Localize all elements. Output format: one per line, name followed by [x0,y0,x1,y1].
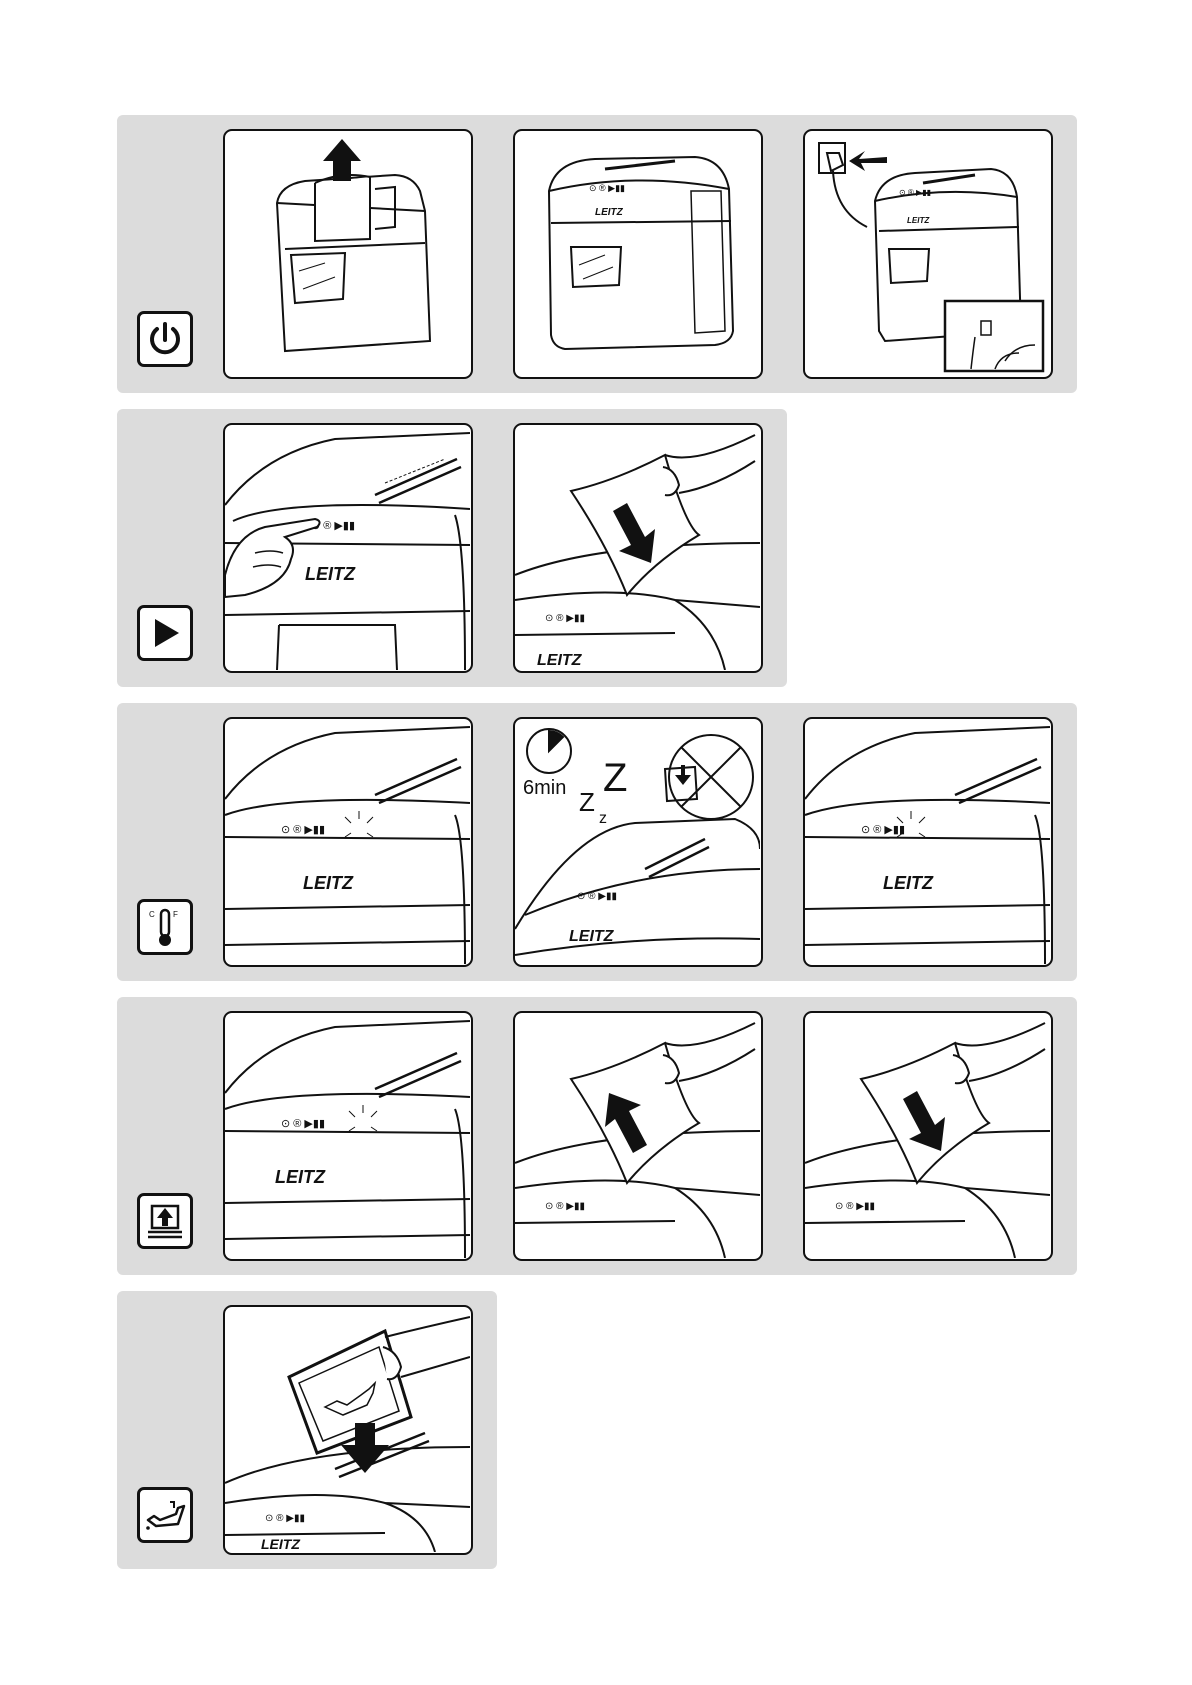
panel-remove-insert [223,129,473,379]
brand-logo: LEITZ [275,1167,326,1187]
oil-can-icon [137,1487,193,1543]
brand-logo: LEITZ [303,873,354,893]
step-row-oil: ⊙ ® ▶▮▮ LEITZ [117,1291,497,1569]
brand-logo-small: LEITZ [261,1536,300,1552]
panel-plug-in: ⊙ ® ▶▮▮ LEITZ [803,129,1053,379]
fahrenheit-label: F [173,910,178,919]
brand-logo: LEITZ [595,207,624,218]
celsius-label: C [149,910,155,919]
step-row-paper-jam: ⊙ ® ▶▮▮ LEITZ ⊙ ® ▶▮▮ [117,997,1077,1275]
brand-logo-small: LEITZ [907,216,930,225]
brand-logo: LEITZ [883,873,934,893]
brand-logo-small: LEITZ [537,652,583,669]
panel-sleep-timer: 6min Z Z z ⊙ ® ▶▮▮ LEITZ [513,717,763,967]
thermometer-icon: C F [137,899,193,955]
paper-jam-icon [137,1193,193,1249]
sleep-z-mid: Z [579,787,595,817]
panel-press-button: ⊙ ® ▶▮▮ LEITZ [223,423,473,673]
panel-shredder-assembled: ⊙ ® ▶▮▮ LEITZ [513,129,763,379]
panel-overheat-led: ⊙ ® ▶▮▮ LEITZ [223,717,473,967]
svg-text:⊙ ® ▶▮▮: ⊙ ® ▶▮▮ [861,824,905,836]
step-row-start: ⊙ ® ▶▮▮ LEITZ ⊙ ® ▶▮▮ LEITZ [117,409,787,687]
timer-label: 6min [523,777,566,799]
play-icon [137,605,193,661]
svg-text:⊙ ® ▶▮▮: ⊙ ® ▶▮▮ [545,613,585,624]
svg-text:⊙ ® ▶▮▮: ⊙ ® ▶▮▮ [265,1513,305,1524]
svg-text:⊙ ® ▶▮▮: ⊙ ® ▶▮▮ [577,891,617,902]
step-row-overheat: C F ⊙ ® ▶▮▮ LEITZ [117,703,1077,981]
panel-jam-led: ⊙ ® ▶▮▮ LEITZ [223,1011,473,1261]
sleep-z-small: z [599,810,607,827]
svg-text:⊙ ® ▶▮▮: ⊙ ® ▶▮▮ [835,1201,875,1212]
power-icon [137,311,193,367]
svg-text:⊙ ® ▶▮▮: ⊙ ® ▶▮▮ [281,824,325,836]
brand-logo-small: LEITZ [569,928,615,945]
svg-text:⊙ ® ▶▮▮: ⊙ ® ▶▮▮ [589,183,625,193]
panel-remove-paper: ⊙ ® ▶▮▮ [513,1011,763,1261]
svg-text:⊙ ® ▶▮▮: ⊙ ® ▶▮▮ [899,188,931,197]
panel-cooldown-led: ⊙ ® ▶▮▮ LEITZ [803,717,1053,967]
panel-oil-sheet: ⊙ ® ▶▮▮ LEITZ [223,1305,473,1555]
svg-text:⊙ ® ▶▮▮: ⊙ ® ▶▮▮ [281,1118,325,1130]
sleep-z-big: Z [603,756,627,800]
svg-text:⊙ ® ▶▮▮: ⊙ ® ▶▮▮ [545,1201,585,1212]
brand-logo: LEITZ [305,564,356,584]
panel-reinsert-paper: ⊙ ® ▶▮▮ [803,1011,1053,1261]
step-row-power: ⊙ ® ▶▮▮ LEITZ ⊙ ® ▶▮▮ LEITZ [117,115,1077,393]
panel-insert-paper: ⊙ ® ▶▮▮ LEITZ [513,423,763,673]
